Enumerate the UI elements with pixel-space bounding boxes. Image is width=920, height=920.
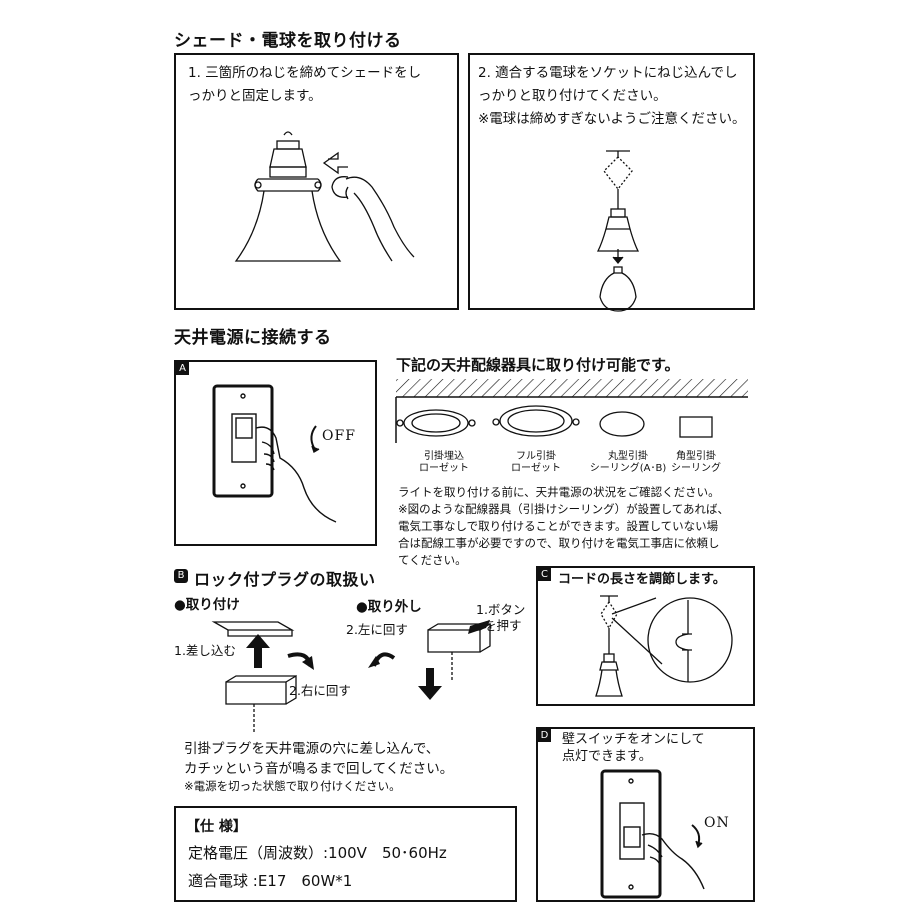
ceiling-note-4: 合は配線工事が必要ですので、取り付けを電気工事店に依頼し [398,536,720,550]
switch-on-illustration [600,769,705,899]
spec-title: 【仕 様】 [186,819,247,835]
step1-line2: っかりと固定します。 [188,88,322,104]
fixtures-title: 下記の天井配線器具に取り付け可能です。 [396,356,680,374]
section-title-lock-plug: ロック付プラグの取扱い [194,570,376,589]
spec-bulb: 適合電球 :E17 60W*1 [188,872,353,890]
lock-body-line2: カチッという音が鳴るまで回してください。 [184,761,454,777]
panel-d-tag: D [538,729,551,742]
ceiling-note-1: ライトを取り付ける前に、天井電源の状況をご確認ください。 [398,485,720,499]
attach-label: ●取り付け [174,597,240,613]
remove-label: ●取り外し [356,599,422,615]
fixture-4-line1: 角型引掛 [676,451,716,462]
panel-c-cord: C コードの長さを調節します。 [536,566,755,706]
switch-off-illustration [212,384,337,523]
section-title-shade: シェード・電球を取り付ける [174,31,402,51]
fixture-3-line2: シーリング(A･B) [589,463,667,474]
ceiling-note-5: てください。 [398,553,467,567]
spec-box: 【仕 様】 定格電圧（周波数）:100V 50･60Hz 適合電球 :E17 6… [174,806,517,902]
switch-text-2: 点灯できます。 [562,749,652,764]
ceiling-note-3: 電気工事なしで取り付けることができます。設置していない場 [398,519,719,533]
lock-plug-illustration [211,620,491,734]
panel-b-tag: B [174,569,188,583]
step-insert-label: 1.差し込む [174,643,236,658]
step2-note: ※電球は締めすぎないようご注意ください。 [478,111,746,127]
ceiling-fixtures-illustration [395,379,748,443]
cord-title: コードの長さを調節します。 [558,572,726,587]
fixture-2-line1: フル引掛 [516,451,556,462]
fixture-4-line2: シーリング [671,463,721,474]
step-press-label-2: を押す [484,618,522,633]
fixture-1-line2: ローゼット [419,463,469,474]
panel-a-switch-off: A OFF [174,360,377,546]
panel-d-switch-on: D 壁スイッチをオンにして 点灯できます。 ON [536,727,755,902]
off-label: OFF [322,428,356,444]
lock-note: ※電源を切った状態で取り付けください。 [184,779,401,793]
bulb-insert-illustration [596,150,640,312]
step2-line1: 2. 適合する電球をソケットにねじ込んでし [478,65,738,81]
step-press-label-1: 1.ボタン [476,602,526,617]
panel-c-tag: C [538,568,551,581]
cord-adjust-illustration [595,595,733,697]
on-label: ON [704,815,730,831]
panel-a-tag: A [176,362,189,375]
step-turn-left-label: 2.左に回す [346,622,408,637]
step2-line2: っかりと取り付けてください。 [478,88,667,104]
step-turn-right-label: 2.右に回す [289,683,351,698]
fixture-1-line1: 引掛埋込 [424,451,464,462]
fixture-2-line2: ローゼット [511,463,561,474]
panel-step1: 1. 三箇所のねじを締めてシェードをし っかりと固定します。 [174,53,459,310]
section-title-ceiling: 天井電源に接続する [174,328,332,348]
step1-line1: 1. 三箇所のねじを締めてシェードをし [188,65,422,81]
panel-step2: 2. 適合する電球をソケットにねじ込んでし っかりと取り付けてください。 ※電球… [468,53,755,312]
switch-text-1: 壁スイッチをオンにして [562,732,705,747]
shade-attach-illustration [234,131,415,262]
fixture-3-line1: 丸型引掛 [608,451,648,462]
ceiling-note-2: ※図のような配線器具（引掛けシーリング）が設置してあれば、 [398,502,729,516]
lock-body-line1: 引掛プラグを天井電源の穴に差し込んで、 [184,741,440,757]
spec-voltage: 定格電圧（周波数）:100V 50･60Hz [188,844,447,862]
